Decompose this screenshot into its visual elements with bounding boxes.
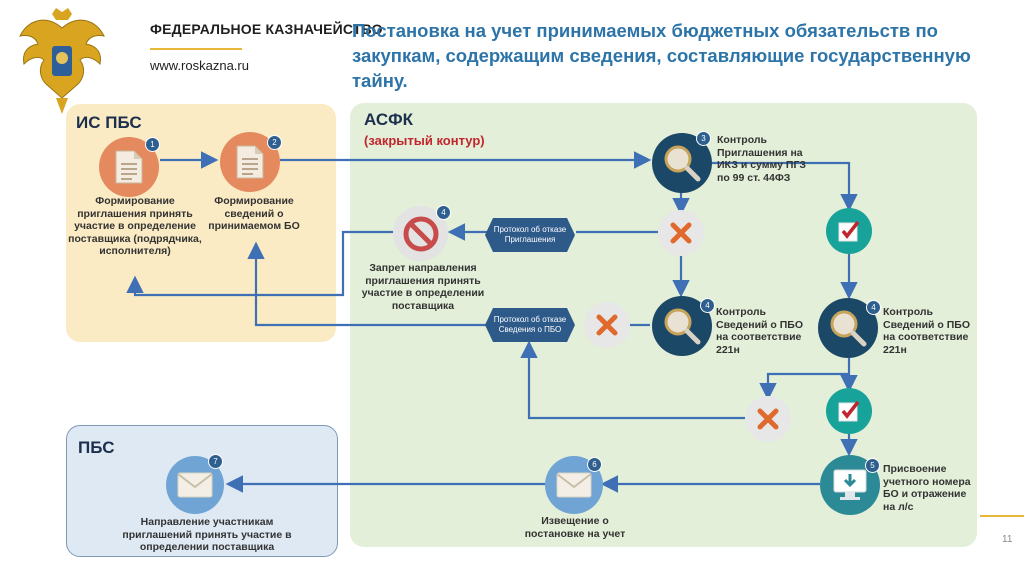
panel-asfk-label: АСФК: [364, 110, 414, 129]
reject-cross-icon: [584, 302, 630, 348]
panel-asfk-sublabel: (закрытый контур): [364, 133, 485, 148]
node-label: Контроль Сведений о ПБО на соответствие …: [883, 306, 971, 356]
node-label: Формирование сведений о принимаемом БО: [208, 195, 300, 232]
node-label: Присвоение учетного номера БО и отражени…: [883, 463, 971, 513]
step-badge: 3: [696, 131, 711, 146]
magnifier-icon: [818, 298, 878, 358]
website-url: www.roskazna.ru: [150, 58, 249, 73]
node-label: Извещение о постановке на учет: [524, 515, 626, 540]
reject-cross-icon: [658, 210, 704, 256]
step-badge: 1: [145, 137, 160, 152]
panel-is-pbs-label: ИС ПБС: [76, 113, 142, 132]
node-label: Контроль Приглашения на ИКЗ и сумму ПГЗ …: [717, 134, 806, 184]
refusal-pbo-tag: Протокол об отказе Сведения о ПБО: [485, 308, 575, 342]
reject-cross-icon: [745, 396, 791, 442]
step-badge: 7: [208, 454, 223, 469]
step-badge: 4: [436, 205, 451, 220]
refusal-invitation-tag: Протокол об отказе Приглашения: [485, 218, 575, 252]
node-label: Контроль Сведений о ПБО на соответствие …: [716, 306, 804, 356]
slide-title: Постановка на учет принимаемых бюджетных…: [352, 20, 971, 91]
node-label: Направление участникам приглашений приня…: [122, 516, 292, 553]
checkbox-check-icon: [826, 208, 872, 254]
step-badge: 2: [267, 135, 282, 150]
step-badge: 4: [700, 298, 715, 313]
brand-divider: [150, 48, 242, 50]
step-badge: 6: [587, 457, 602, 472]
page-number: 11: [1002, 534, 1013, 545]
node-label: Запрет направления приглашения принять у…: [361, 262, 485, 312]
panel-pbs-label: ПБС: [78, 438, 115, 457]
envelope-icon: [545, 456, 603, 514]
node-label: Формирование приглашения принять участие…: [68, 195, 202, 257]
org-name: ФЕДЕРАЛЬНОЕ КАЗНАЧЕЙСТВО: [150, 21, 383, 37]
emblem-logo: [16, 6, 108, 118]
step-badge: 5: [865, 458, 880, 473]
checkbox-check-icon: [826, 388, 872, 434]
footer-divider: [980, 515, 1024, 517]
step-badge: 4: [866, 300, 881, 315]
